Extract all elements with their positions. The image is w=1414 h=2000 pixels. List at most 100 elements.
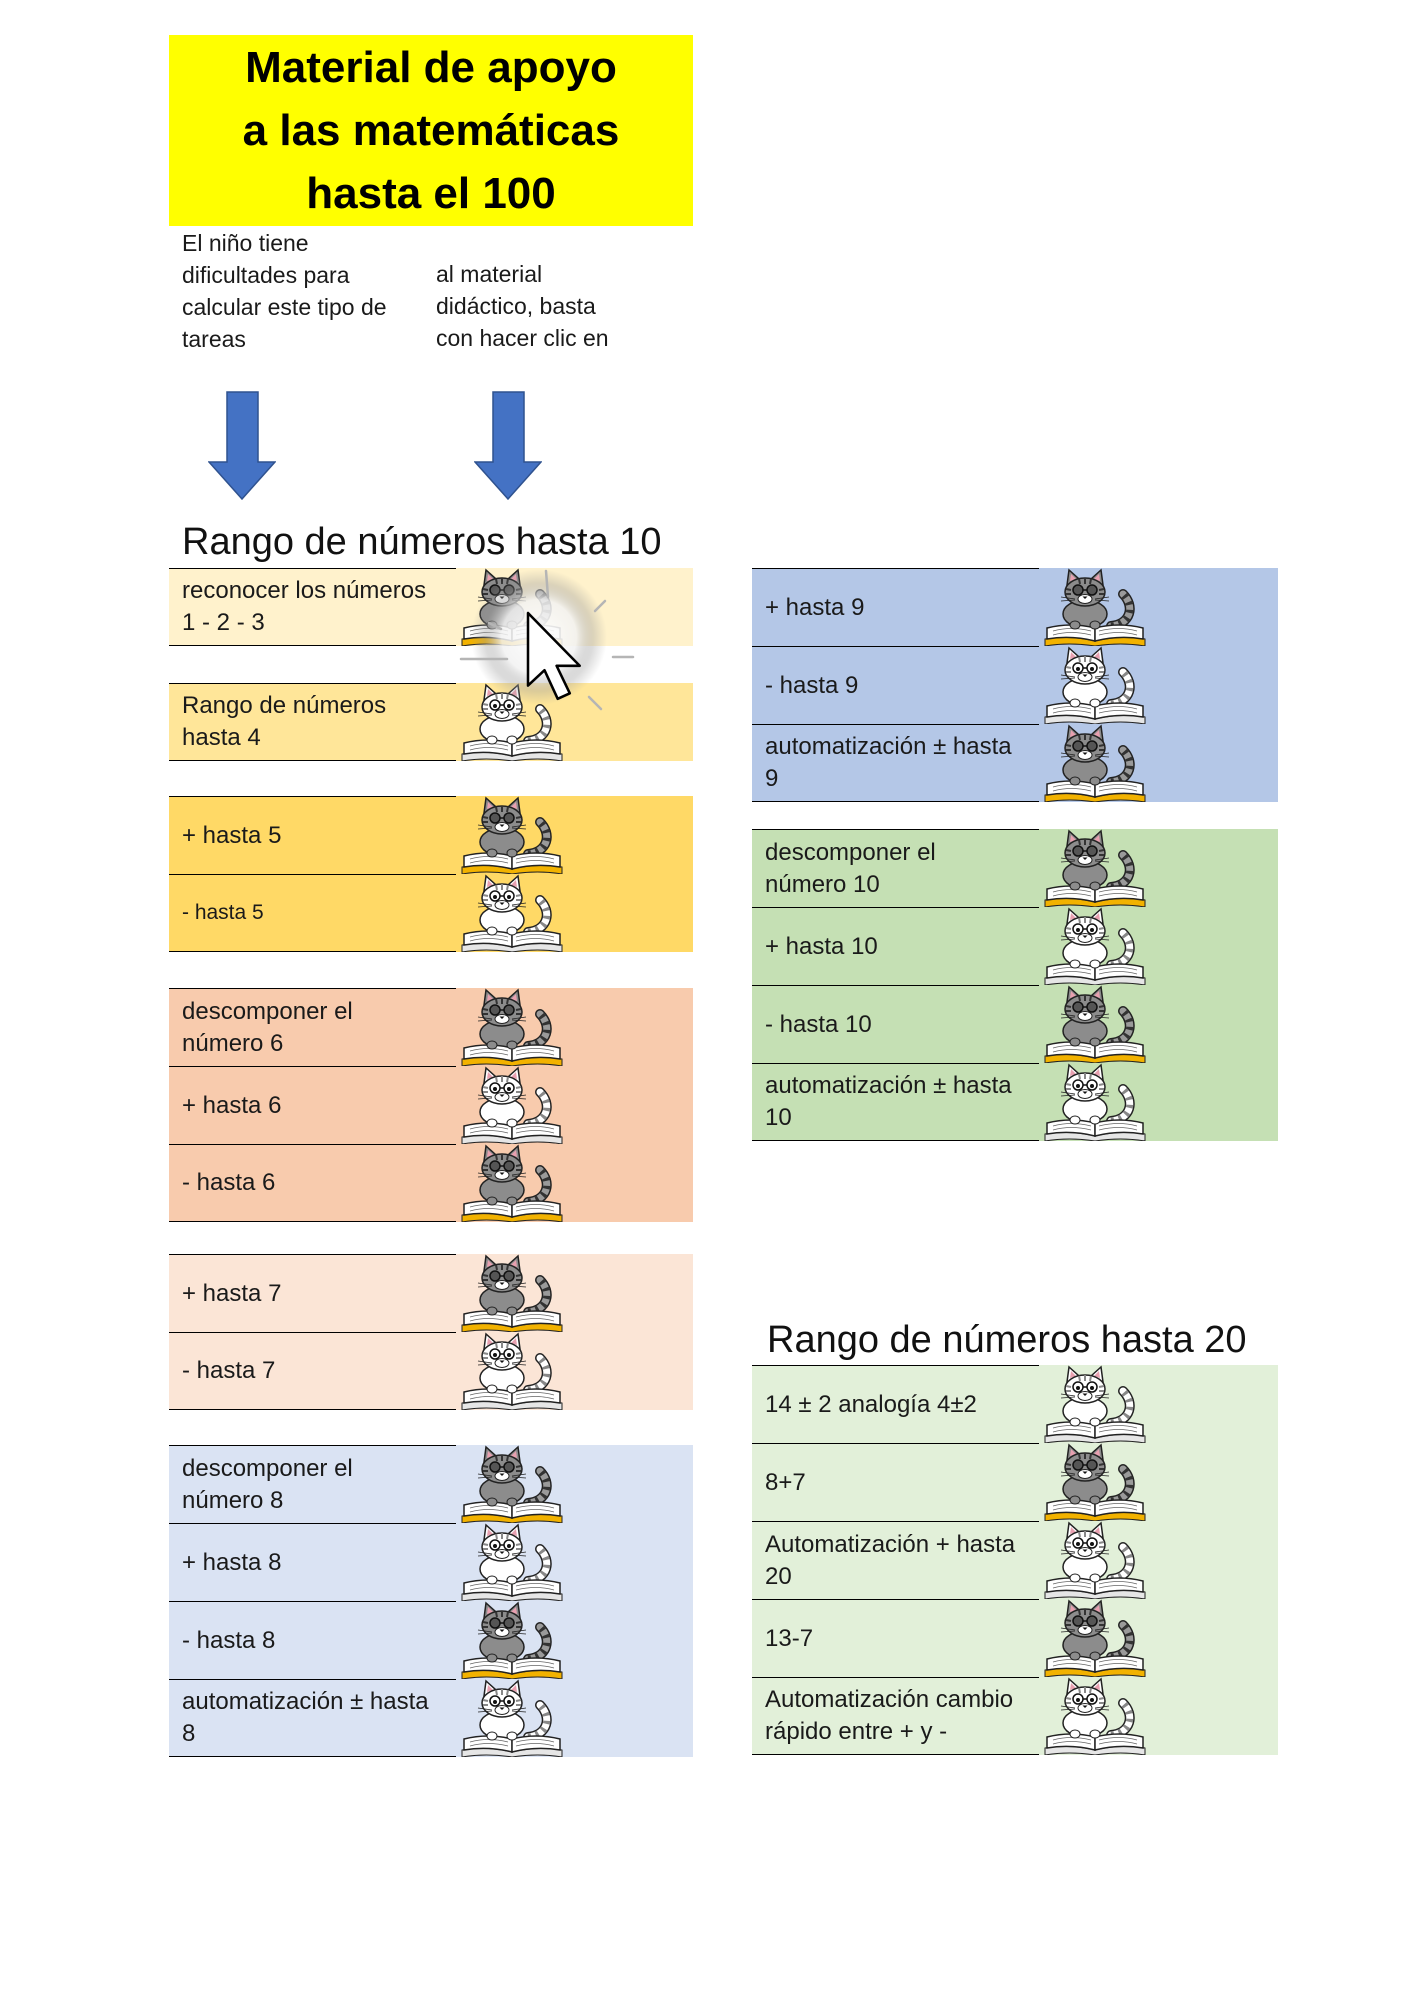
cat-reading-dark-icon[interactable] bbox=[456, 988, 568, 1066]
exercise-label-line: 13-7 bbox=[765, 1624, 814, 1652]
intro-line: El niño tiene bbox=[182, 230, 309, 256]
exercise-group: descomponer el número 6 + hasta 6 - hast… bbox=[169, 988, 693, 1222]
exercise-label: - hasta 5 bbox=[169, 874, 456, 952]
cat-reading-dark-icon[interactable] bbox=[456, 796, 568, 874]
exercise-row: descomponer el número 10 bbox=[752, 829, 1278, 907]
exercise-group: 14 ± 2 analogía 4±2 8+7 Automatización +… bbox=[752, 1365, 1278, 1755]
exercise-row: Automatización cambio rápido entre + y - bbox=[752, 1677, 1278, 1755]
exercise-group: descomponer el número 10 + hasta 10 - ha… bbox=[752, 829, 1278, 1141]
cat-reading-dark-icon[interactable] bbox=[1039, 1599, 1151, 1677]
exercise-label: - hasta 8 bbox=[169, 1601, 456, 1679]
exercise-label: Rango de números hasta 4 bbox=[169, 683, 456, 761]
exercise-row: reconocer los números 1 - 2 - 3 bbox=[169, 568, 693, 646]
exercise-row: Rango de números hasta 4 bbox=[169, 683, 693, 761]
exercise-label-line: 1 - 2 - 3 bbox=[182, 609, 265, 636]
exercise-group: reconocer los números 1 - 2 - 3 bbox=[169, 568, 693, 646]
exercise-label: + hasta 7 bbox=[169, 1254, 456, 1332]
exercise-row: - hasta 6 bbox=[169, 1144, 693, 1222]
exercise-row: + hasta 7 bbox=[169, 1254, 693, 1332]
exercise-label-line: + hasta 5 bbox=[182, 821, 282, 849]
exercise-label-line: 10 bbox=[765, 1104, 792, 1131]
cat-reading-light-icon[interactable] bbox=[456, 1332, 568, 1410]
exercise-label-line: - hasta 7 bbox=[182, 1357, 276, 1384]
cat-reading-light-icon[interactable] bbox=[1039, 1677, 1151, 1755]
exercise-label-line: - hasta 5 bbox=[182, 901, 264, 924]
exercise-label-line: - hasta 10 bbox=[765, 1010, 872, 1038]
exercise-label: Automatización + hasta 20 bbox=[752, 1521, 1039, 1599]
cat-reading-dark-icon[interactable] bbox=[456, 1445, 568, 1523]
exercise-label: descomponer el número 8 bbox=[169, 1445, 456, 1523]
exercise-label-line: + hasta 9 bbox=[765, 593, 865, 621]
exercise-label: + hasta 8 bbox=[169, 1523, 456, 1601]
title-line: hasta el 100 bbox=[306, 169, 556, 218]
exercise-row: + hasta 10 bbox=[752, 907, 1278, 985]
exercise-label-line: + hasta 10 bbox=[765, 932, 878, 960]
exercise-row: Automatización + hasta 20 bbox=[752, 1521, 1278, 1599]
cat-reading-light-icon[interactable] bbox=[1039, 1521, 1151, 1599]
exercise-label: + hasta 10 bbox=[752, 907, 1039, 985]
cat-reading-light-icon[interactable] bbox=[1039, 907, 1151, 985]
exercise-label-line: número 6 bbox=[182, 1029, 284, 1057]
arrow-down-icon bbox=[208, 391, 276, 500]
cat-reading-dark-icon[interactable] bbox=[1039, 724, 1151, 802]
exercise-label-line: - hasta 6 bbox=[182, 1169, 276, 1196]
exercise-row: descomponer el número 8 bbox=[169, 1445, 693, 1523]
exercise-row: descomponer el número 6 bbox=[169, 988, 693, 1066]
intro-line: al material bbox=[436, 261, 543, 287]
exercise-label-line: 9 bbox=[765, 765, 779, 792]
exercise-label: Automatización cambio rápido entre + y - bbox=[752, 1677, 1039, 1755]
exercise-label-line: descomponer el bbox=[182, 997, 353, 1025]
exercise-label: 8+7 bbox=[752, 1443, 1039, 1521]
cat-reading-light-icon[interactable] bbox=[456, 1066, 568, 1144]
exercise-label-line: + hasta 7 bbox=[182, 1279, 282, 1307]
cat-reading-dark-icon[interactable] bbox=[456, 1254, 568, 1332]
cat-reading-light-icon[interactable] bbox=[456, 683, 568, 761]
exercise-row: automatización ± hasta 9 bbox=[752, 724, 1278, 802]
exercise-label-line: número 8 bbox=[182, 1486, 284, 1514]
exercise-row: 8+7 bbox=[752, 1443, 1278, 1521]
exercise-row: - hasta 7 bbox=[169, 1332, 693, 1410]
exercise-label-line: automatización ± hasta bbox=[765, 1072, 1012, 1099]
exercise-row: automatización ± hasta 8 bbox=[169, 1679, 693, 1757]
exercise-row: 14 ± 2 analogía 4±2 bbox=[752, 1365, 1278, 1443]
exercise-label: 13-7 bbox=[752, 1599, 1039, 1677]
cat-reading-light-icon[interactable] bbox=[456, 1523, 568, 1601]
exercise-label-line: número 10 bbox=[765, 870, 880, 898]
intro-line: tareas bbox=[182, 326, 246, 352]
exercise-label-line: - hasta 9 bbox=[765, 671, 859, 699]
exercise-row: - hasta 8 bbox=[169, 1601, 693, 1679]
exercise-row: - hasta 9 bbox=[752, 646, 1278, 724]
cat-reading-dark-icon[interactable] bbox=[1039, 568, 1151, 646]
cat-reading-light-icon[interactable] bbox=[456, 1679, 568, 1757]
exercise-row: + hasta 6 bbox=[169, 1066, 693, 1144]
exercise-row: - hasta 10 bbox=[752, 985, 1278, 1063]
exercise-row: - hasta 5 bbox=[169, 874, 693, 952]
cat-reading-dark-icon[interactable] bbox=[456, 1144, 568, 1222]
exercise-label-line: 14 ± 2 analogía 4±2 bbox=[765, 1390, 977, 1418]
cat-reading-light-icon[interactable] bbox=[1039, 1063, 1151, 1141]
cat-reading-dark-icon[interactable] bbox=[1039, 1443, 1151, 1521]
exercise-label-line: 8 bbox=[182, 1720, 196, 1747]
exercise-label: automatización ± hasta 10 bbox=[752, 1063, 1039, 1141]
cat-reading-dark-icon[interactable] bbox=[1039, 985, 1151, 1063]
cat-reading-dark-icon[interactable] bbox=[456, 1601, 568, 1679]
exercise-row: 13-7 bbox=[752, 1599, 1278, 1677]
exercise-label-line: descomponer el bbox=[182, 1454, 353, 1482]
exercise-group: descomponer el número 8 + hasta 8 - hast… bbox=[169, 1445, 693, 1757]
exercise-group: + hasta 9 - hasta 9 automatización ± has… bbox=[752, 568, 1278, 802]
exercise-row: + hasta 8 bbox=[169, 1523, 693, 1601]
exercise-group: Rango de números hasta 4 bbox=[169, 683, 693, 761]
exercise-label: automatización ± hasta 9 bbox=[752, 724, 1039, 802]
cat-reading-dark-icon[interactable] bbox=[1039, 829, 1151, 907]
cat-reading-light-icon[interactable] bbox=[456, 874, 568, 952]
exercise-label-line: - hasta 8 bbox=[182, 1626, 276, 1654]
exercise-label-line: 20 bbox=[765, 1562, 792, 1590]
cat-reading-dark-icon[interactable] bbox=[456, 568, 568, 646]
exercise-label-line: + hasta 8 bbox=[182, 1548, 282, 1576]
section-heading-range-10: Rango de números hasta 10 bbox=[182, 521, 662, 563]
exercise-label: automatización ± hasta 8 bbox=[169, 1679, 456, 1757]
exercise-group: + hasta 7 - hasta 7 bbox=[169, 1254, 693, 1410]
intro-line: dificultades para bbox=[182, 262, 350, 288]
cat-reading-light-icon[interactable] bbox=[1039, 1365, 1151, 1443]
cat-reading-light-icon[interactable] bbox=[1039, 646, 1151, 724]
